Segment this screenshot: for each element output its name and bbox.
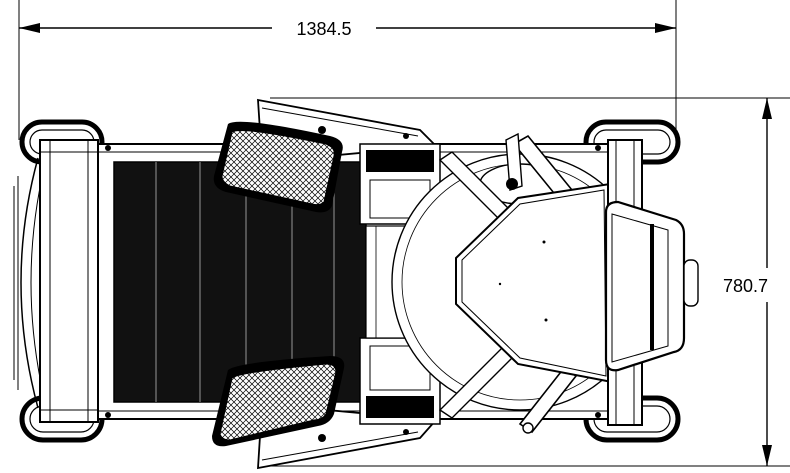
width-arrow-left xyxy=(19,23,40,33)
console-knob xyxy=(683,259,699,307)
lower-foot-pedal xyxy=(212,356,345,447)
width-dimension: 1384.5 xyxy=(18,0,677,140)
console-cushion xyxy=(604,200,686,372)
width-dimension-label: 1384.5 xyxy=(296,19,351,39)
height-dimension: 780.7 xyxy=(270,97,790,467)
left-end-beam xyxy=(39,139,99,423)
height-arrow-top xyxy=(762,98,772,119)
upper-foot-pedal xyxy=(213,121,343,213)
height-dimension-label: 780.7 xyxy=(723,276,768,296)
height-arrow-bottom xyxy=(762,445,772,466)
width-arrow-right xyxy=(655,23,676,33)
